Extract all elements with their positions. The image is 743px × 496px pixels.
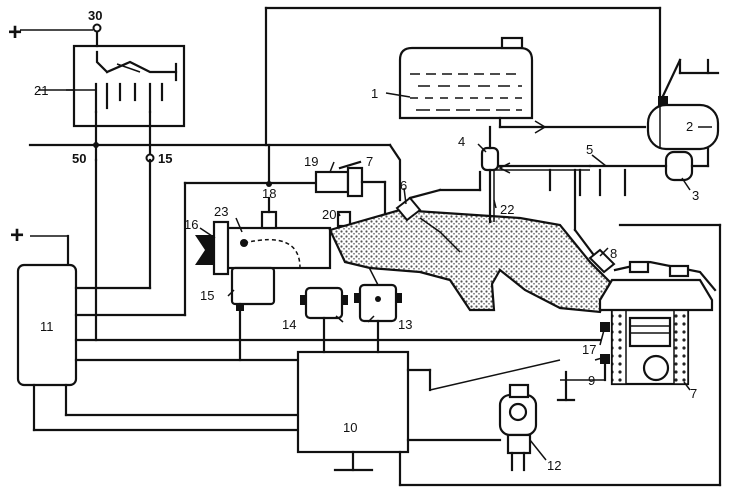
- label-23: 23: [214, 204, 228, 219]
- fuel-filter-3: [588, 147, 710, 182]
- plus-left: +: [10, 222, 24, 249]
- injector-8: [588, 248, 616, 274]
- label-3: 3: [692, 188, 699, 203]
- throttle-body-23: [195, 220, 332, 276]
- label-4: 4: [458, 134, 465, 149]
- actuator-15: [230, 266, 276, 362]
- label-1: 1: [371, 86, 378, 101]
- sensor-17: [600, 322, 610, 332]
- terminal-50-label: 50: [72, 151, 86, 166]
- sensor-18: [260, 143, 278, 230]
- sensor-9: [556, 354, 610, 402]
- label-12: 12: [547, 458, 561, 473]
- relay-21: [20, 23, 186, 163]
- terminal-30-label: 30: [88, 8, 102, 23]
- label-7-engine: 7: [690, 386, 697, 401]
- label-16: 16: [184, 217, 198, 232]
- label-6: 6: [400, 178, 407, 193]
- valve-19: [314, 160, 387, 227]
- label-17: 17: [582, 342, 596, 357]
- fuel-tank-1: [398, 36, 534, 120]
- label-5: 5: [586, 142, 593, 157]
- leader-lines: [66, 89, 712, 461]
- label-7-top: 7: [366, 154, 373, 169]
- terminal-15-label: 15: [158, 151, 172, 166]
- plus-top: +: [8, 19, 22, 46]
- fuel-pump-2: [646, 58, 720, 151]
- label-2: 2: [686, 119, 693, 134]
- label-21: 21: [34, 83, 48, 98]
- distributor-12: [498, 383, 538, 472]
- label-14: 14: [282, 317, 296, 332]
- injector-6: [395, 170, 482, 222]
- intake-manifold: [328, 208, 612, 314]
- label-9: 9: [588, 373, 595, 388]
- label-11: 11: [40, 319, 54, 334]
- sensor-14: [300, 286, 348, 354]
- engine-cylinder-7: [598, 260, 717, 386]
- label-15: 15: [200, 288, 214, 303]
- label-22: 22: [500, 202, 514, 217]
- label-20: 20: [322, 207, 336, 222]
- label-19: 19: [304, 154, 318, 169]
- regulator-4: [480, 125, 500, 224]
- label-18: 18: [262, 186, 276, 201]
- label-13: 13: [398, 317, 412, 332]
- label-10: 10: [343, 420, 357, 435]
- unit-11: [16, 263, 78, 387]
- label-8: 8: [610, 246, 617, 261]
- control-unit-10: [296, 350, 410, 454]
